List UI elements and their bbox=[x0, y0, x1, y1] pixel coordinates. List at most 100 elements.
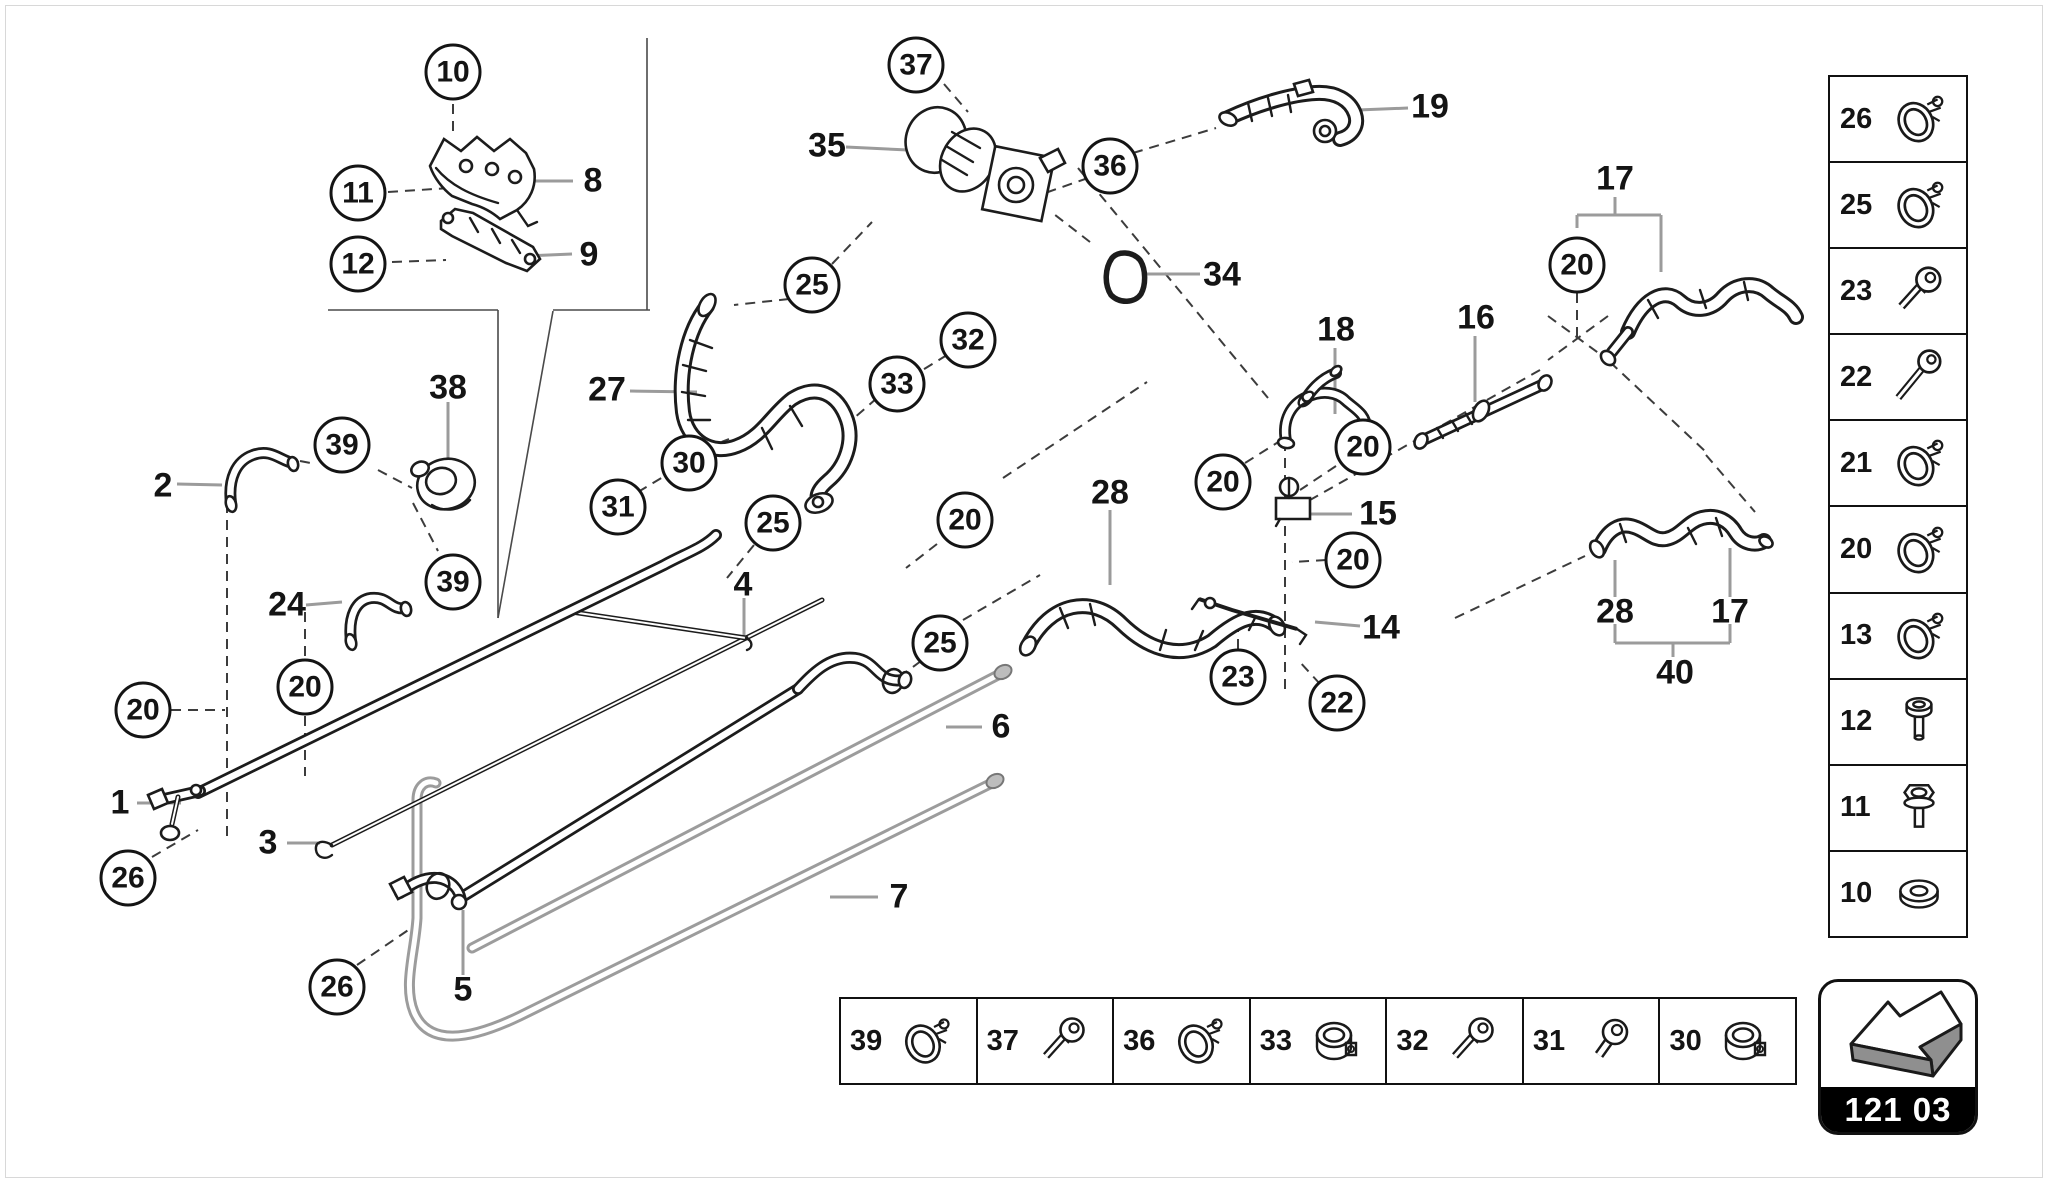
assembly-35 bbox=[904, 106, 1067, 223]
part-label: 6 bbox=[991, 707, 1011, 746]
part-label: 5 bbox=[453, 970, 473, 1009]
sidebar-part-row[interactable]: 21 bbox=[1830, 419, 1966, 505]
part-5-fitting bbox=[388, 871, 468, 911]
callout-circle[interactable]: 20 bbox=[276, 658, 334, 716]
section-code-box[interactable]: 121 03 bbox=[1818, 979, 1978, 1135]
part-label: 15 bbox=[1359, 494, 1397, 533]
hose-27 bbox=[682, 292, 850, 515]
part-number: 10 bbox=[1840, 877, 1873, 910]
sidebar-part-row[interactable]: 13 bbox=[1830, 591, 1966, 678]
part-label: 7 bbox=[889, 877, 909, 916]
callout-circle[interactable]: 26 bbox=[308, 958, 366, 1016]
callout-circle[interactable]: 20 bbox=[1194, 453, 1252, 511]
callout-circle[interactable]: 39 bbox=[424, 553, 482, 611]
pipe-3-and-4 bbox=[314, 600, 822, 859]
legend-part-cell[interactable]: 31 bbox=[1521, 999, 1659, 1083]
bracket-8 bbox=[428, 135, 539, 228]
callout-circle[interactable]: 25 bbox=[744, 494, 802, 552]
part-label: 2 bbox=[153, 466, 173, 505]
fastener-icon bbox=[1888, 260, 1950, 322]
part-label: 8 bbox=[583, 161, 603, 200]
hose-19 bbox=[1218, 78, 1356, 142]
callout-circle[interactable]: 36 bbox=[1081, 137, 1139, 195]
callout-circle[interactable]: 30 bbox=[660, 434, 718, 492]
pipe-1-and-5 bbox=[198, 535, 913, 897]
sidebar-part-row[interactable]: 22 bbox=[1830, 333, 1966, 419]
part-number: 21 bbox=[1840, 446, 1873, 479]
part-label: 14 bbox=[1362, 608, 1400, 647]
part-number: 23 bbox=[1840, 274, 1873, 307]
part-label: 28 bbox=[1596, 592, 1634, 631]
sidebar-part-row[interactable]: 26 bbox=[1830, 77, 1966, 161]
gasket-34 bbox=[1103, 250, 1148, 304]
callout-circle[interactable]: 25 bbox=[911, 614, 969, 672]
legend-part-cell[interactable]: 32 bbox=[1385, 999, 1522, 1083]
part-number: 25 bbox=[1840, 188, 1873, 221]
part-number: 12 bbox=[1840, 705, 1873, 738]
valve-15 bbox=[1274, 476, 1312, 528]
part-number: 26 bbox=[1840, 102, 1873, 135]
part-number: 30 bbox=[1669, 1024, 1702, 1057]
part-label: 17 bbox=[1596, 159, 1634, 198]
fastener-icon bbox=[1579, 1011, 1639, 1071]
fastener-icon bbox=[1442, 1011, 1502, 1071]
legend-part-cell[interactable]: 37 bbox=[975, 999, 1113, 1083]
callout-circle[interactable]: 37 bbox=[887, 36, 945, 94]
sidebar-part-row[interactable]: 12 bbox=[1830, 677, 1966, 764]
callout-circle[interactable]: 20 bbox=[1548, 236, 1606, 294]
back-arrow-3d-icon bbox=[1821, 982, 1975, 1087]
fastener-icon bbox=[1888, 605, 1950, 667]
fastener-icon bbox=[1033, 1011, 1093, 1071]
fastener-icon bbox=[1888, 346, 1950, 408]
callout-circle[interactable]: 20 bbox=[936, 491, 994, 549]
sidebar-part-row[interactable]: 23 bbox=[1830, 247, 1966, 333]
bracket-9 bbox=[439, 207, 542, 273]
fastener-icon bbox=[1888, 691, 1950, 753]
callout-circle[interactable]: 25 bbox=[783, 256, 841, 314]
hose-28 bbox=[1018, 604, 1287, 658]
part-label: 4 bbox=[733, 565, 753, 604]
fastener-icon bbox=[1888, 863, 1950, 925]
callout-circle[interactable]: 20 bbox=[1324, 531, 1382, 589]
legend-part-cell[interactable]: 33 bbox=[1248, 999, 1386, 1083]
legend-part-cell[interactable]: 36 bbox=[1112, 999, 1249, 1083]
callout-circle[interactable]: 23 bbox=[1209, 648, 1267, 706]
sidebar-part-row[interactable]: 20 bbox=[1830, 505, 1966, 591]
fastener-icon bbox=[1715, 1011, 1775, 1071]
callout-circle[interactable]: 22 bbox=[1308, 674, 1366, 732]
part-label: 1 bbox=[110, 783, 130, 822]
callout-circle[interactable]: 39 bbox=[313, 416, 371, 474]
part-label: 19 bbox=[1411, 87, 1449, 126]
callout-circle[interactable]: 11 bbox=[329, 164, 387, 222]
part-label: 28 bbox=[1091, 473, 1129, 512]
part-number: 31 bbox=[1532, 1024, 1566, 1057]
sidebar-part-row[interactable]: 11 bbox=[1830, 763, 1966, 850]
pipe-6-and-7 bbox=[409, 663, 1013, 1036]
part-label: 9 bbox=[579, 235, 599, 274]
sidebar-part-row[interactable]: 10 bbox=[1830, 849, 1966, 936]
legend-part-cell[interactable]: 39 bbox=[841, 999, 976, 1083]
fastener-icon bbox=[1888, 519, 1950, 581]
fastener-icon bbox=[1888, 777, 1950, 839]
part-label: 3 bbox=[258, 823, 278, 862]
part-number: 33 bbox=[1259, 1024, 1292, 1057]
callout-circle[interactable]: 32 bbox=[939, 311, 997, 369]
sidebar-part-row[interactable]: 25 bbox=[1830, 161, 1966, 247]
callout-circle[interactable]: 20 bbox=[114, 681, 172, 739]
bracket-14 bbox=[1190, 596, 1308, 646]
fastener-icon bbox=[1888, 432, 1950, 494]
callout-circle[interactable]: 26 bbox=[99, 849, 157, 907]
callout-circle[interactable]: 10 bbox=[424, 43, 482, 101]
part-number: 11 bbox=[1840, 791, 1871, 824]
fastener-icon bbox=[1306, 1011, 1366, 1071]
callout-circle[interactable]: 20 bbox=[1334, 418, 1392, 476]
fastener-icon bbox=[896, 1011, 956, 1071]
part-label: 34 bbox=[1203, 255, 1241, 294]
callout-circle[interactable]: 33 bbox=[868, 355, 926, 413]
legend-part-cell[interactable]: 30 bbox=[1658, 999, 1795, 1083]
callout-circle[interactable]: 12 bbox=[329, 235, 387, 293]
region-outline-lines bbox=[328, 38, 650, 619]
callout-circle[interactable]: 31 bbox=[589, 478, 647, 536]
